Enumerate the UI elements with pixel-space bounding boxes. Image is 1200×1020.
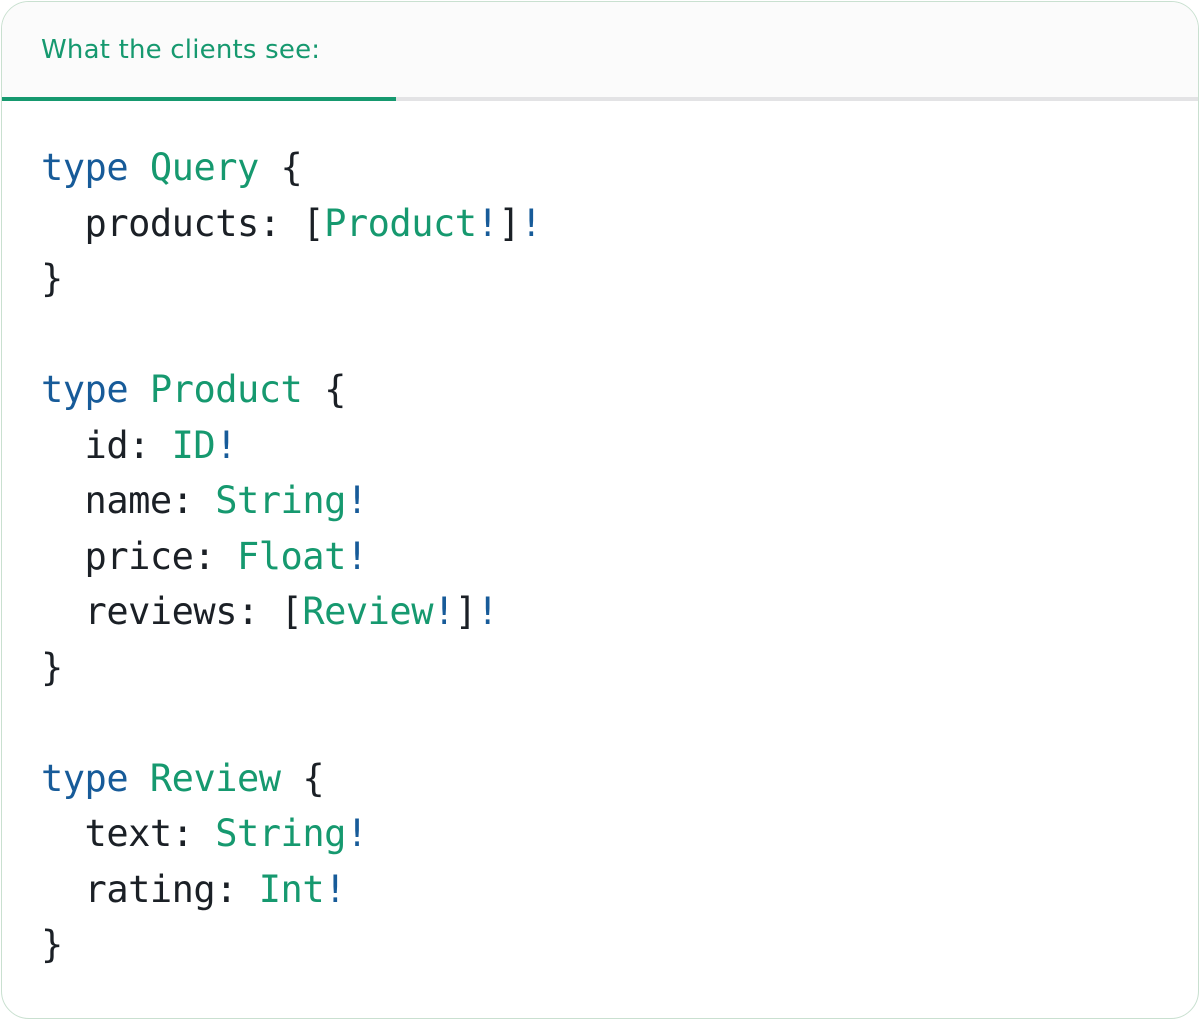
code-token-plain: { bbox=[280, 756, 325, 800]
active-tab-indicator bbox=[2, 97, 396, 101]
code-token-keyword: type bbox=[41, 368, 129, 411]
code-token-type: ID bbox=[171, 423, 216, 467]
code-line: price: Float! bbox=[41, 529, 1168, 585]
code-token-plain: ] bbox=[498, 201, 521, 245]
code-token-keyword: ! bbox=[345, 812, 368, 855]
code-token-type: Int bbox=[258, 867, 325, 911]
code-line: } bbox=[41, 917, 1168, 973]
code-token-type: String bbox=[215, 479, 346, 522]
code-token-keyword: ! bbox=[520, 201, 542, 245]
code-line: reviews: [Review!]! bbox=[41, 584, 1168, 640]
tab-what-clients-see[interactable]: What the clients see: bbox=[2, 2, 396, 97]
code-token-keyword: ! bbox=[345, 534, 368, 578]
code-token-keyword: ! bbox=[476, 590, 499, 633]
code-token-type: String bbox=[215, 812, 346, 855]
code-block: type Query { products: [Product!]!} type… bbox=[2, 97, 1198, 973]
code-line: } bbox=[41, 640, 1168, 696]
code-line: type Query { bbox=[41, 140, 1168, 196]
code-token-plain: id: bbox=[41, 423, 172, 467]
code-line: } bbox=[41, 251, 1168, 307]
code-token-type: Query bbox=[149, 146, 259, 189]
code-token-plain: { bbox=[302, 368, 346, 411]
code-line: id: ID! bbox=[41, 418, 1168, 474]
code-token-keyword: ! bbox=[476, 201, 499, 245]
code-token-plain: products: [ bbox=[41, 201, 325, 245]
code-line: products: [Product!]! bbox=[41, 196, 1168, 252]
code-line: rating: Int! bbox=[41, 862, 1168, 918]
code-token-plain bbox=[128, 368, 150, 411]
code-token-plain: } bbox=[41, 645, 63, 689]
code-line bbox=[41, 695, 1168, 751]
code-line: type Product { bbox=[41, 362, 1168, 418]
code-token-type: Review bbox=[302, 590, 433, 633]
code-token-plain bbox=[128, 146, 150, 189]
code-token-keyword: type bbox=[41, 756, 129, 800]
code-token-keyword: ! bbox=[432, 590, 455, 633]
code-token-keyword: ! bbox=[345, 479, 368, 522]
code-line bbox=[41, 307, 1168, 363]
code-token-plain: text: bbox=[41, 812, 216, 855]
code-token-type: Product bbox=[324, 201, 477, 245]
code-line: type Review { bbox=[41, 751, 1168, 807]
tab-label: What the clients see: bbox=[41, 34, 321, 65]
code-token-plain: ] bbox=[454, 590, 477, 633]
code-token-type: Float bbox=[236, 534, 346, 578]
code-token-plain: reviews: [ bbox=[41, 590, 303, 633]
code-token-plain: price: bbox=[41, 534, 237, 578]
code-token-plain bbox=[128, 757, 150, 800]
code-token-type: Product bbox=[149, 368, 303, 411]
code-token-plain: { bbox=[258, 146, 303, 189]
tab-bar: What the clients see: bbox=[2, 2, 1198, 101]
code-line: text: String! bbox=[41, 806, 1168, 862]
code-token-type: Review bbox=[149, 756, 281, 800]
code-line: name: String! bbox=[41, 473, 1168, 529]
code-token-keyword: ! bbox=[215, 423, 237, 467]
code-token-plain: } bbox=[41, 257, 63, 300]
code-token-plain: name: bbox=[41, 479, 216, 522]
code-token-keyword: type bbox=[41, 146, 129, 189]
code-token-keyword: ! bbox=[324, 867, 346, 911]
code-token-plain: } bbox=[41, 923, 63, 966]
tab-divider bbox=[2, 97, 1198, 101]
code-token-plain: rating: bbox=[41, 867, 259, 911]
